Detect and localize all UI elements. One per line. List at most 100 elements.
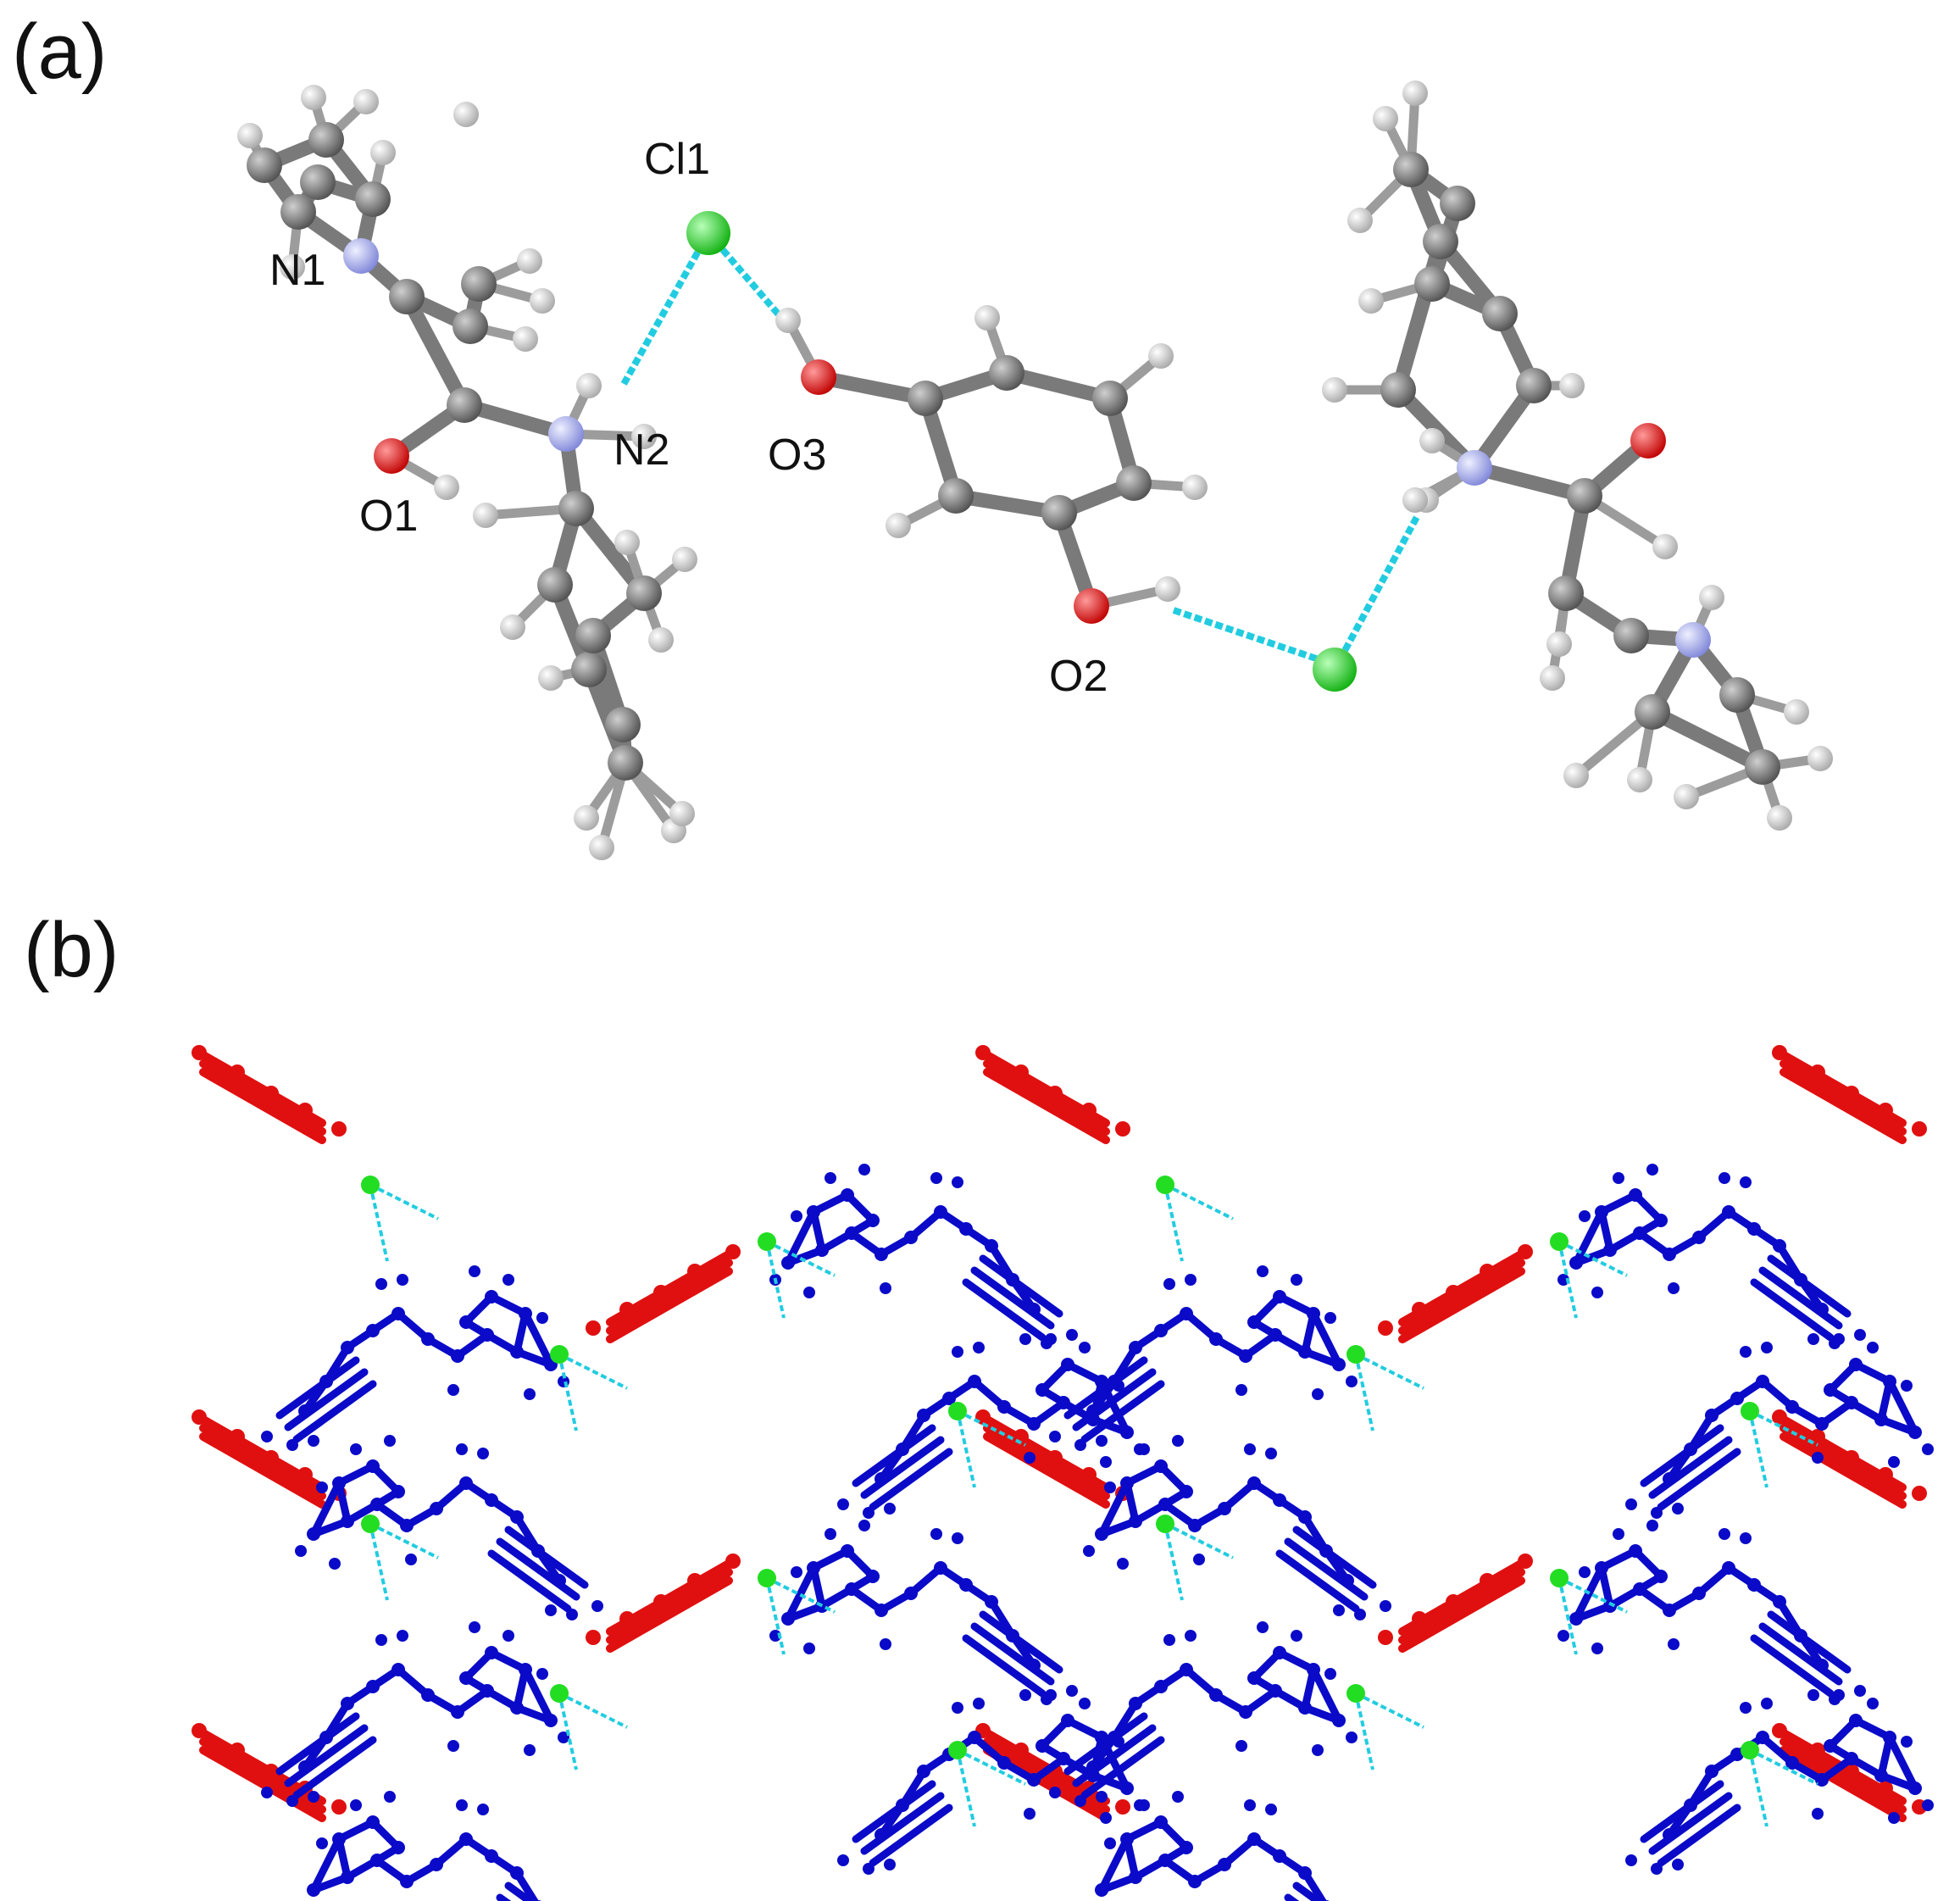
packing-atom	[1096, 1435, 1108, 1447]
packing-atom	[803, 1643, 815, 1654]
cation-molecule	[295, 1435, 603, 1620]
cation-molecule	[1625, 1333, 1934, 1519]
packing-atom	[1115, 1799, 1130, 1815]
packing-atom	[1188, 1875, 1202, 1888]
carbon-atom	[1393, 152, 1429, 187]
packing-bond	[962, 1634, 1047, 1698]
packing-atom	[332, 1832, 346, 1846]
packing-atom	[1057, 1396, 1070, 1409]
packing-bond	[869, 1448, 953, 1511]
packing-atom	[904, 1231, 918, 1244]
packing-atom	[308, 1791, 319, 1803]
bond	[1467, 460, 1592, 503]
packing-bond	[1398, 1259, 1525, 1335]
packing-atom	[459, 1315, 473, 1329]
packing-atom	[1019, 1689, 1031, 1701]
packing-atom	[837, 1854, 849, 1866]
packing-atom	[1772, 1045, 1787, 1060]
packing-atom	[1120, 1832, 1134, 1846]
hydrogen-atom	[648, 627, 674, 653]
packing-atom	[1185, 1630, 1197, 1642]
hydrogen-atom	[301, 85, 326, 110]
packing-atom	[791, 1566, 802, 1578]
packing-hydrogen-bond	[957, 1748, 1026, 1786]
packing-bond	[1657, 1448, 1741, 1511]
packing-atom	[1888, 1456, 1900, 1468]
hydrogen-atom	[453, 102, 479, 127]
packing-atom	[485, 1493, 498, 1507]
packing-atom	[1692, 1231, 1706, 1244]
atom-label-o2: O2	[1049, 652, 1108, 701]
packing-atom	[1333, 1604, 1345, 1616]
packing-atom	[502, 1630, 514, 1642]
packing-atom	[880, 1282, 891, 1294]
hydrogen-atom	[1155, 576, 1180, 602]
packing-bond	[860, 1792, 945, 1855]
packing-atom	[1104, 1837, 1116, 1849]
hydrogen-bond	[1331, 515, 1420, 671]
packing-atom	[1595, 1561, 1608, 1575]
packing-atom	[985, 1595, 998, 1609]
packing-atom	[1086, 1404, 1100, 1418]
carbon-atom	[626, 575, 662, 611]
packing-atom	[1684, 1798, 1697, 1812]
packing-atom	[451, 1349, 464, 1363]
packing-bond	[1292, 1882, 1324, 1901]
packing-atom	[1812, 1452, 1824, 1464]
packing-atom	[1312, 1744, 1324, 1756]
anion-molecule	[586, 1554, 741, 1653]
packing-bond	[869, 1804, 953, 1867]
packing-atom	[544, 1714, 558, 1727]
packing-bond	[1780, 1068, 1907, 1144]
packing-atom	[1740, 1346, 1752, 1358]
packing-atom	[896, 1442, 909, 1456]
hydrogen-atom	[1652, 534, 1678, 559]
chloride-ion	[361, 1515, 380, 1533]
packing-atom	[1273, 1493, 1286, 1507]
packing-atom	[930, 1172, 942, 1184]
packing-atom	[1235, 1384, 1247, 1396]
packing-atom	[519, 1307, 532, 1320]
packing-atom	[1794, 1629, 1807, 1643]
packing-atom	[1446, 1285, 1461, 1300]
packing-atom	[192, 1723, 207, 1738]
packing-atom	[1756, 1731, 1769, 1744]
packing-atom	[1849, 1358, 1863, 1371]
packing-atom	[1024, 1808, 1036, 1820]
packing-atom	[1257, 1621, 1269, 1633]
chloride-ion	[1156, 1176, 1174, 1194]
packing-atom	[1815, 1659, 1829, 1672]
packing-atom	[1633, 1226, 1646, 1240]
packing-atom	[1569, 1256, 1583, 1270]
packing-atom	[825, 1528, 836, 1540]
packing-atom	[1006, 1629, 1019, 1643]
carbon-atom	[1380, 372, 1416, 408]
packing-atom	[1740, 1532, 1752, 1544]
packing-hydrogen-bond	[369, 1522, 439, 1559]
packing-atom	[619, 1302, 635, 1317]
packing-atom	[307, 1883, 320, 1897]
packing-atom	[1613, 1172, 1624, 1184]
packing-atom	[791, 1210, 802, 1222]
packing-atom	[295, 1545, 307, 1557]
packing-atom	[1013, 1064, 1029, 1080]
packing-atom	[1319, 1544, 1333, 1558]
carbon-atom	[571, 652, 607, 687]
carbon-atom	[1548, 575, 1584, 611]
packing-atom	[1154, 1324, 1168, 1337]
packing-atom	[781, 1256, 795, 1270]
packing-atom	[350, 1443, 362, 1455]
packing-atom	[952, 1176, 963, 1188]
packing-atom	[1663, 1828, 1676, 1842]
packing-atom	[1273, 1849, 1286, 1863]
packing-atom	[307, 1527, 320, 1541]
hydrogen-bond	[619, 231, 712, 387]
cation-molecule	[1049, 1621, 1358, 1807]
packing-atom	[725, 1244, 741, 1259]
packing-atom	[1579, 1566, 1591, 1578]
packing-atom	[1172, 1791, 1184, 1803]
hydrogen-atom	[1546, 631, 1572, 657]
packing-atom	[1074, 1795, 1086, 1807]
packing-atom	[298, 1404, 312, 1418]
packing-atom	[807, 1205, 820, 1219]
